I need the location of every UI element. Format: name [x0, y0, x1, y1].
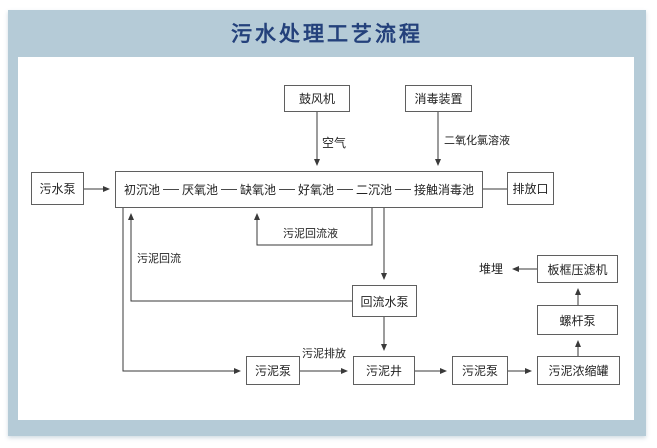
node-sludge-thickener: 污泥浓缩罐: [537, 356, 620, 385]
process-stage: 初沉池: [124, 183, 161, 197]
process-stage: 厌氧池: [182, 183, 219, 197]
node-disinfection-device: 消毒装置: [405, 85, 472, 112]
process-stage-row: 初沉池 厌氧池 缺氧池 好氧池 二沉池 接触消毒池: [115, 171, 483, 208]
process-stage: 接触消毒池: [414, 183, 475, 197]
node-blower: 鼓风机: [284, 85, 350, 112]
page-title: 污水处理工艺流程: [231, 23, 423, 46]
process-stage: 缺氧池: [240, 183, 277, 197]
stage-dash: [279, 189, 295, 190]
node-screw-pump: 螺杆泵: [537, 305, 618, 335]
stage-dash: [221, 189, 237, 190]
label-sludge-discharge: 污泥排放: [302, 347, 346, 361]
label-air: 空气: [322, 136, 347, 150]
stage-dash: [337, 189, 353, 190]
stage-dash: [395, 189, 411, 190]
label-sludge-return: 污泥回流: [137, 252, 181, 266]
process-stage: 二沉池: [356, 183, 393, 197]
node-sludge-pump-2: 污泥泵: [452, 356, 508, 385]
node-return-water-pump: 回流水泵: [352, 285, 417, 317]
label-sludge-return-liquid: 污泥回流液: [283, 227, 338, 241]
node-sewage-pump: 污水泵: [31, 172, 84, 205]
label-burial: 堆埋: [479, 262, 504, 276]
node-sludge-well: 污泥井: [353, 356, 415, 385]
stage-dash: [163, 189, 179, 190]
process-stage: 好氧池: [298, 183, 335, 197]
node-discharge-outlet: 排放口: [507, 172, 554, 205]
node-sludge-pump-1: 污泥泵: [246, 356, 300, 385]
label-chlorine-dioxide-solution: 二氧化氯溶液: [444, 134, 510, 148]
node-filter-press: 板框压滤机: [537, 255, 618, 283]
